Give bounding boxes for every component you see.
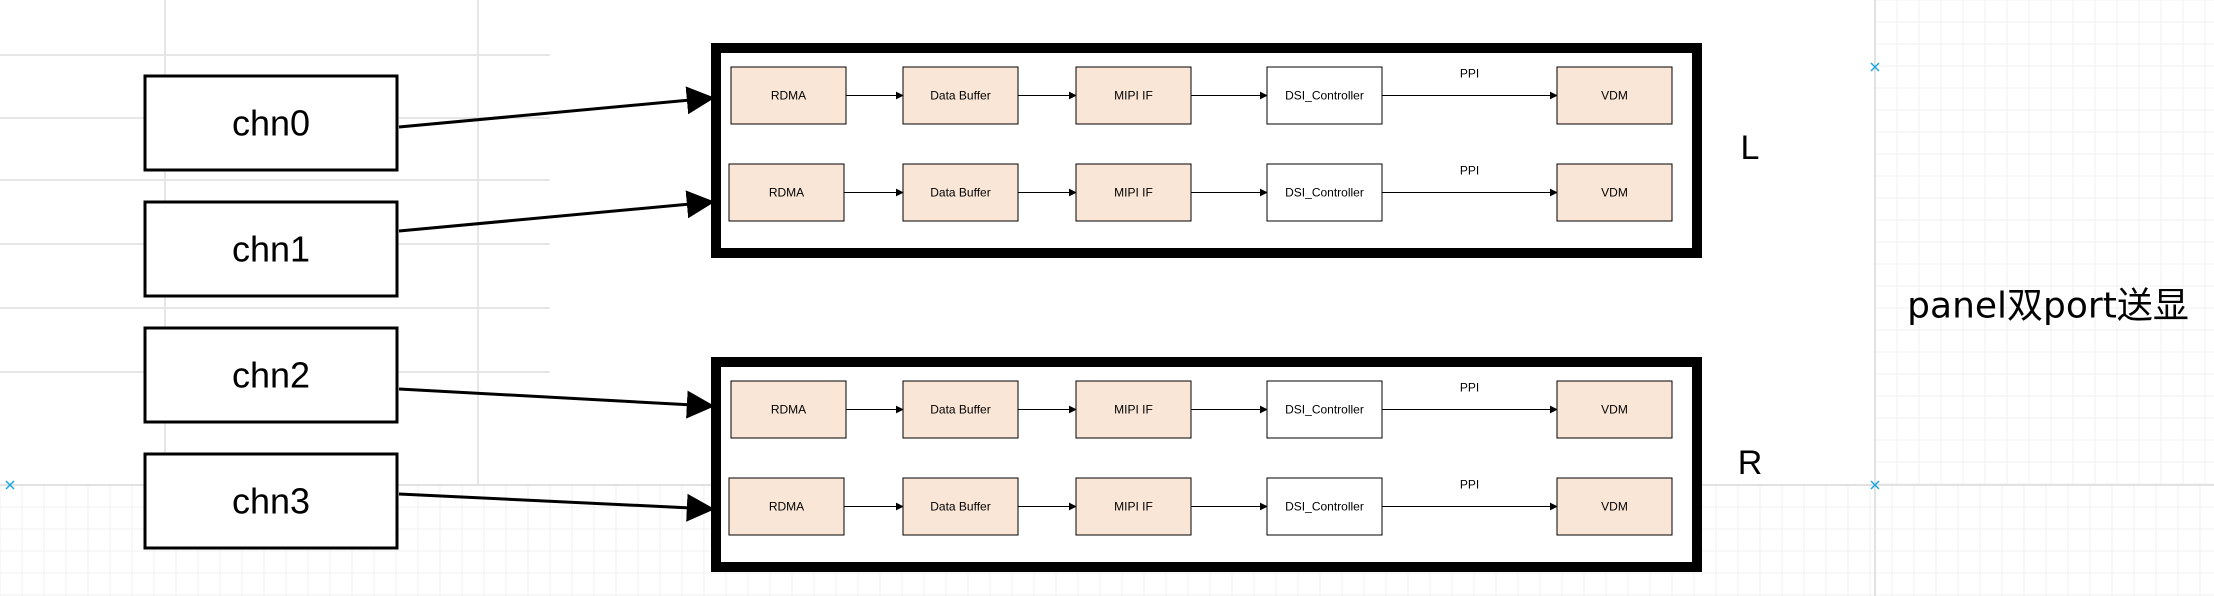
block-dsi-controller: DSI_Controller <box>1266 477 1383 536</box>
lane: RDMA Data Buffer MIPI IF DSI_Controller PPI V… <box>730 380 1673 439</box>
block-vdm: VDM <box>1556 380 1673 439</box>
link-label: PPI <box>1460 381 1479 395</box>
block-data-buffer: Data Buffer <box>902 66 1019 125</box>
link-label: PPI <box>1460 67 1479 81</box>
lane: RDMA Data Buffer MIPI IF DSI_Controller PPI V… <box>730 66 1673 125</box>
block-dsi-controller: DSI_Controller <box>1266 66 1383 125</box>
block-label: Data Buffer <box>930 500 990 514</box>
block-mipi-if: MIPI IF <box>1075 163 1192 222</box>
port-container-R <box>711 357 1702 572</box>
block-dsi-controller: DSI_Controller <box>1266 163 1383 222</box>
block-data-buffer: Data Buffer <box>902 477 1019 536</box>
channel-label: chn0 <box>232 103 310 144</box>
side-label-R: R <box>1738 444 1763 482</box>
block-label: DSI_Controller <box>1285 89 1364 103</box>
block-dsi-controller: DSI_Controller <box>1266 380 1383 439</box>
selection-guides <box>5 62 1880 490</box>
guide-marker-icon <box>1870 62 1880 72</box>
port-containers <box>711 43 1702 572</box>
block-vdm: VDM <box>1556 477 1673 536</box>
block-label: RDMA <box>769 500 804 514</box>
block-vdm: VDM <box>1556 163 1673 222</box>
block-rdma: RDMA <box>728 477 845 536</box>
block-label: DSI_Controller <box>1285 186 1364 200</box>
block-label: VDM <box>1601 403 1628 417</box>
guide-marker-icon <box>5 480 15 490</box>
guide-marker-icon <box>1870 480 1880 490</box>
block-label: DSI_Controller <box>1285 500 1364 514</box>
channel-arrow <box>398 86 715 129</box>
channel-box-chn0: chn0 <box>143 74 399 172</box>
channel-label: chn1 <box>232 229 310 270</box>
block-mipi-if: MIPI IF <box>1075 380 1192 439</box>
block-rdma: RDMA <box>730 66 847 125</box>
side-label-L: L <box>1741 129 1760 167</box>
block-label: MIPI IF <box>1114 186 1153 200</box>
block-label: VDM <box>1601 186 1628 200</box>
link-label: PPI <box>1460 478 1479 492</box>
port-container-L <box>711 43 1702 258</box>
block-mipi-if: MIPI IF <box>1075 477 1192 536</box>
block-label: VDM <box>1601 89 1628 103</box>
lane: RDMA Data Buffer MIPI IF DSI_Controller PPI V… <box>728 477 1673 536</box>
block-label: RDMA <box>769 186 804 200</box>
channel-box-chn2: chn2 <box>143 326 399 424</box>
block-label: MIPI IF <box>1114 89 1153 103</box>
channel-arrow <box>398 387 715 419</box>
channel-arrow <box>398 190 715 233</box>
block-label: MIPI IF <box>1114 500 1153 514</box>
block-mipi-if: MIPI IF <box>1075 66 1192 125</box>
block-data-buffer: Data Buffer <box>902 380 1019 439</box>
block-rdma: RDMA <box>728 163 845 222</box>
channel-arrows <box>398 86 715 522</box>
block-label: Data Buffer <box>930 403 990 417</box>
block-label: DSI_Controller <box>1285 403 1364 417</box>
channel-arrow <box>398 492 715 522</box>
block-label: RDMA <box>771 89 806 103</box>
lane: RDMA Data Buffer MIPI IF DSI_Controller PPI V… <box>728 163 1673 222</box>
diagram-caption: panel双port送显 <box>1907 286 2189 327</box>
channel-box-chn3: chn3 <box>143 452 399 550</box>
channel-label: chn2 <box>232 355 310 396</box>
block-label: RDMA <box>771 403 806 417</box>
block-label: MIPI IF <box>1114 403 1153 417</box>
block-label: Data Buffer <box>930 186 990 200</box>
channel-boxes: chn0 chn1 chn2 chn3 <box>143 74 399 550</box>
block-vdm: VDM <box>1556 66 1673 125</box>
channel-box-chn1: chn1 <box>143 200 399 298</box>
block-label: Data Buffer <box>930 89 990 103</box>
channel-label: chn3 <box>232 481 310 522</box>
block-label: VDM <box>1601 500 1628 514</box>
block-rdma: RDMA <box>730 380 847 439</box>
link-label: PPI <box>1460 164 1479 178</box>
block-data-buffer: Data Buffer <box>902 163 1019 222</box>
